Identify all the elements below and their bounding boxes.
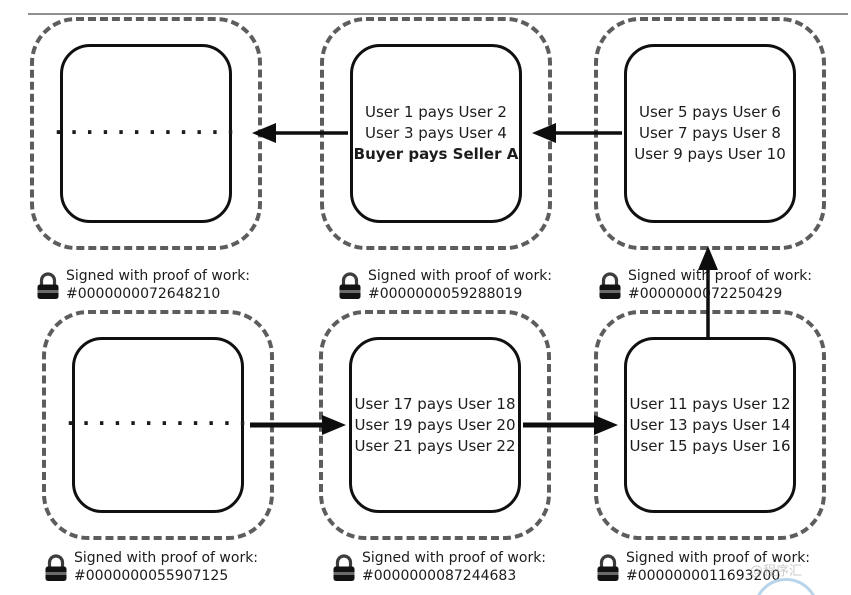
block-top-right: User 5 pays User 6 User 7 pays User 8 Us… <box>594 17 826 250</box>
ellipsis-dots: ............ <box>52 114 240 139</box>
block-top-left: ............ <box>30 17 262 250</box>
signature-label-top-left: Signed with proof of work: #000000007264… <box>66 268 250 303</box>
padlock-icon <box>339 272 361 299</box>
watermark-text: @程序汇 <box>750 564 803 579</box>
transaction-line: User 11 pays User 12 <box>629 394 791 413</box>
transaction-line-highlight: Buyer pays Seller A <box>353 145 519 163</box>
padlock-icon <box>597 554 619 581</box>
hash-value: #0000000055907125 <box>74 567 229 584</box>
block-bottom-right: User 11 pays User 12 User 13 pays User 1… <box>594 310 826 540</box>
block-bottom-left-transactions: ............ <box>64 337 249 513</box>
block-bottom-left: ............ <box>42 310 274 540</box>
hash-value: #0000000072648210 <box>66 285 221 302</box>
transaction-line: User 13 pays User 14 <box>629 415 791 434</box>
transaction-line: User 17 pays User 18 <box>354 394 516 413</box>
transaction-line: User 3 pays User 4 <box>365 124 507 142</box>
signed-text: Signed with proof of work: <box>362 550 547 566</box>
hash-value: #0000000087244683 <box>362 567 517 584</box>
signature-label-bottom-middle: Signed with proof of work: #000000008724… <box>362 550 546 585</box>
hash-value: #0000000059288019 <box>368 285 523 302</box>
block-top-middle-transactions: User 1 pays User 2 User 3 pays User 4 Bu… <box>350 44 522 223</box>
signed-text: Signed with proof of work: <box>368 268 553 284</box>
ellipsis-dots: ............ <box>64 406 252 430</box>
transaction-line: User 15 pays User 16 <box>629 436 791 455</box>
signature-label-top-right: Signed with proof of work: #000000007225… <box>628 268 812 303</box>
signed-text: Signed with proof of work: <box>74 550 259 566</box>
signed-text: Signed with proof of work: <box>626 550 811 566</box>
hash-value: #0000000011693200 <box>626 567 781 584</box>
transaction-line: User 1 pays User 2 <box>365 103 507 121</box>
signed-text: Signed with proof of work: <box>66 268 251 284</box>
signature-label-bottom-right: Signed with proof of work: #000000001169… <box>626 550 810 585</box>
transaction-line: User 5 pays User 6 <box>639 103 781 121</box>
block-top-left-transactions: ............ <box>52 44 237 223</box>
block-bottom-right-transactions: User 11 pays User 12 User 13 pays User 1… <box>624 337 796 513</box>
top-divider-line <box>28 13 848 15</box>
signature-label-bottom-left: Signed with proof of work: #000000005590… <box>74 550 258 585</box>
padlock-icon <box>599 272 621 299</box>
padlock-icon <box>333 554 355 581</box>
hash-value: #0000000072250429 <box>628 285 783 302</box>
signature-label-top-middle: Signed with proof of work: #000000005928… <box>368 268 552 303</box>
block-bottom-middle-transactions: User 17 pays User 18 User 19 pays User 2… <box>349 337 521 513</box>
transaction-line: User 9 pays User 10 <box>634 145 786 163</box>
block-top-middle: User 1 pays User 2 User 3 pays User 4 Bu… <box>320 17 552 250</box>
transaction-line: User 21 pays User 22 <box>354 436 516 455</box>
transaction-line: User 7 pays User 8 <box>639 124 781 142</box>
block-top-right-transactions: User 5 pays User 6 User 7 pays User 8 Us… <box>624 44 796 223</box>
transaction-line: User 19 pays User 20 <box>354 415 516 434</box>
block-bottom-middle: User 17 pays User 18 User 19 pays User 2… <box>319 310 551 540</box>
padlock-icon <box>37 272 59 299</box>
signed-text: Signed with proof of work: <box>628 268 813 284</box>
padlock-icon <box>45 554 67 581</box>
